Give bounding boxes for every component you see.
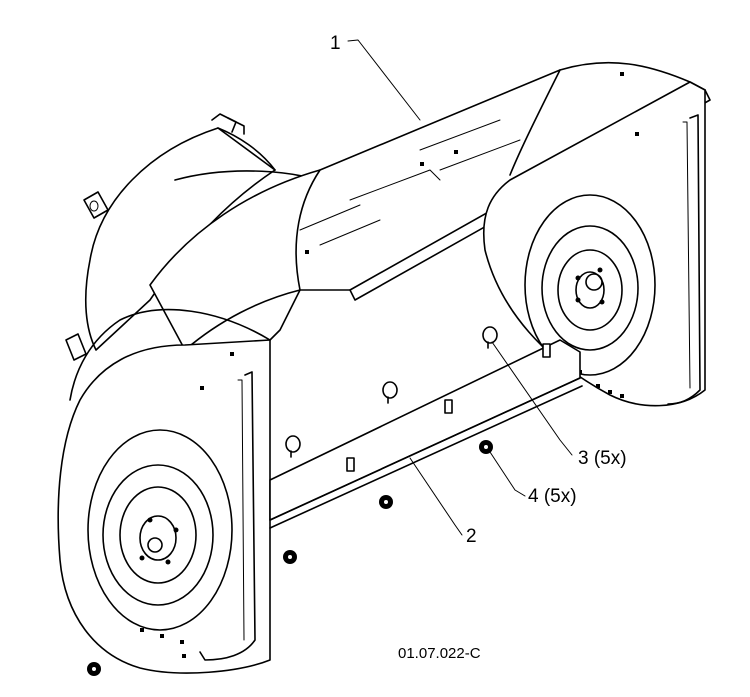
crossbar — [269, 339, 583, 529]
callout-2: 2 — [466, 526, 477, 547]
rear-drum-housing — [65, 113, 331, 361]
figure-reference-code: 01.07.022-C — [398, 645, 481, 662]
callout-4: 4 (5x) — [528, 486, 577, 507]
callout-1: 1 — [330, 33, 341, 54]
left-end-plate — [57, 308, 271, 674]
nuts — [87, 440, 493, 676]
top-trough — [149, 61, 711, 351]
carriage-bolts — [285, 326, 498, 458]
right-end-plate — [482, 81, 706, 407]
leader-lines — [347, 39, 573, 536]
callout-3: 3 (5x) — [578, 448, 627, 469]
